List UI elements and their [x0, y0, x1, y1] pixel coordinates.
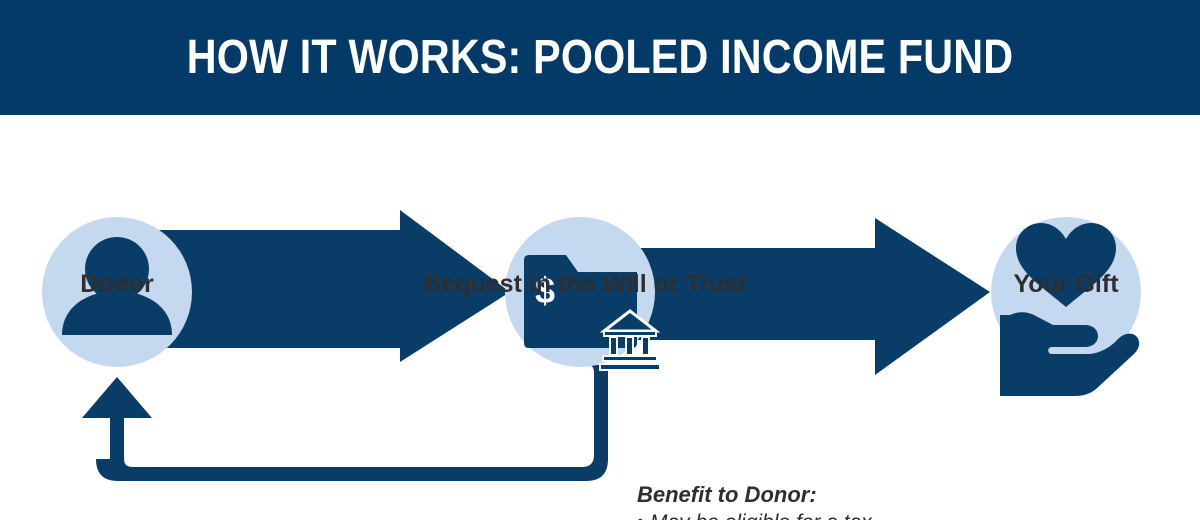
arrow-caption-remainder: The remainder powers our mission: [678, 377, 963, 443]
hand-holding-heart-icon: [1000, 223, 1140, 396]
arrow-caption-remainder-line2: our mission: [678, 412, 820, 440]
node-label-your-gift: Your Gift: [1013, 270, 1119, 298]
header-bar: [0, 0, 1200, 115]
benefit-to-donor-block: Benefit to Donor: May be eligible for a …: [637, 481, 927, 520]
arrow-remainder: [620, 218, 990, 375]
dollar-symbol: $: [535, 270, 555, 311]
arrow-caption-contribute-line1: Contribute cash or: [204, 379, 427, 407]
node-label-bequest: Bequest in the Will or Trust: [423, 270, 747, 298]
benefit-to-donor-title: Benefit to Donor:: [637, 482, 817, 507]
folder-dollar-bank-icon: $: [524, 255, 661, 371]
node-circle-bequest: $: [505, 217, 661, 371]
page-title: HOW IT WORKS: POOLED INCOME FUND: [186, 31, 1014, 84]
diagram-graphics: $: [42, 210, 1141, 481]
bank-building-icon: [599, 309, 661, 371]
arrow-return-to-donor: [82, 365, 608, 481]
node-label-donor: Donor: [80, 270, 154, 298]
arrow-contribute: [150, 210, 510, 362]
benefit-item: May be eligible for a tax deduction: [637, 510, 927, 520]
arrow-caption-contribute: Contribute cash or securities: [204, 377, 464, 443]
arrow-caption-remainder-line1: The remainder powers: [678, 379, 945, 407]
arrow-caption-contribute-line2: securities: [204, 412, 321, 440]
diagram-stage: $: [0, 115, 1200, 520]
node-circle-donor: [42, 217, 192, 367]
node-circle-your-gift: [991, 217, 1141, 396]
person-icon: [62, 237, 172, 335]
benefit-to-donor-list: May be eligible for a tax deduction No c…: [637, 510, 927, 520]
